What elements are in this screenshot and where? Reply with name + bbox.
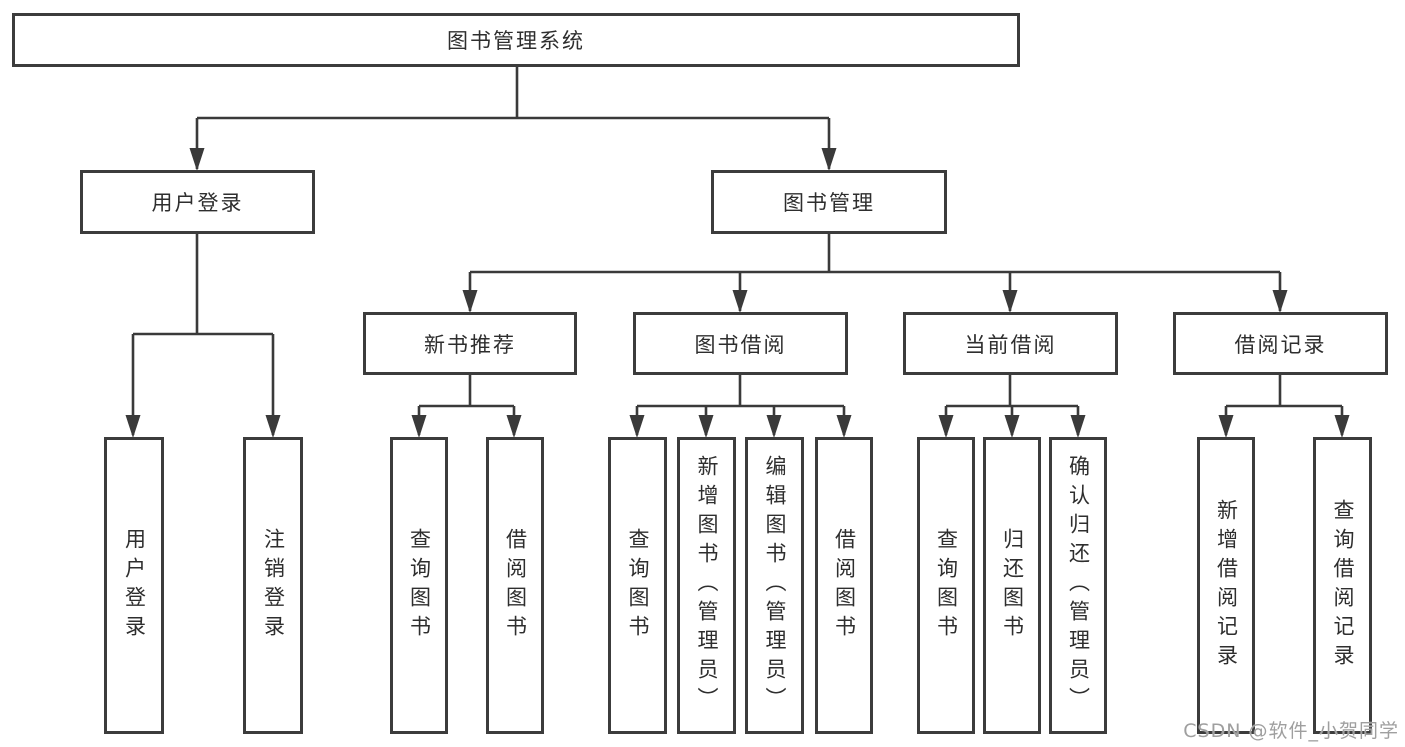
csdn-watermark: CSDN @软件_小贺同学	[1183, 720, 1399, 742]
node-book-management-label: 图书管理	[783, 191, 875, 215]
arrowhead-icons	[125, 148, 1350, 438]
leaf-bb-query-books-label: 查询图书	[626, 527, 650, 644]
leaf-cb-confirm-return-admin-label: 确认归还（管理员）	[1066, 455, 1091, 716]
leaf-nbr-query-books-label: 查询图书	[407, 527, 432, 644]
leaf-bb-edit-books-admin: 编辑图书（管理员）	[745, 437, 804, 734]
leaf-nbr-borrow-books-label: 借阅图书	[503, 527, 528, 644]
leaf-br-add-record-label: 新增借阅记录	[1214, 498, 1239, 673]
leaf-cb-query-books: 查询图书	[917, 437, 975, 734]
node-user-login: 用户登录	[80, 170, 315, 234]
leaf-bb-borrow-books-label: 借阅图书	[832, 527, 857, 644]
leaf-user-login: 用户登录	[104, 437, 164, 734]
leaf-bb-add-books-admin-label: 新增图书（管理员）	[695, 455, 719, 716]
leaf-logout-label: 注销登录	[261, 527, 286, 644]
leaf-br-query-record-label: 查询借阅记录	[1331, 498, 1355, 673]
leaf-nbr-borrow-books: 借阅图书	[486, 437, 544, 734]
tree-branch-lines	[131, 66, 1344, 435]
node-current-borrowing-label: 当前借阅	[964, 332, 1057, 357]
leaf-logout: 注销登录	[243, 437, 303, 734]
node-new-book-recommend-label: 新书推荐	[424, 332, 516, 357]
leaf-cb-confirm-return-admin: 确认归还（管理员）	[1049, 437, 1107, 734]
leaf-bb-borrow-books: 借阅图书	[815, 437, 873, 734]
node-book-borrowing-label: 图书借阅	[694, 332, 787, 357]
leaf-cb-return-books: 归还图书	[983, 437, 1041, 734]
leaf-br-add-record: 新增借阅记录	[1197, 437, 1255, 734]
node-root: 图书管理系统	[12, 13, 1020, 67]
node-borrow-records-label: 借阅记录	[1234, 332, 1327, 357]
leaf-cb-return-books-label: 归还图书	[1000, 527, 1025, 644]
leaf-nbr-query-books: 查询图书	[390, 437, 448, 734]
node-root-label: 图书管理系统	[447, 29, 585, 53]
leaf-cb-query-books-label: 查询图书	[934, 527, 959, 644]
leaf-bb-add-books-admin: 新增图书（管理员）	[677, 437, 736, 734]
leaf-br-query-record: 查询借阅记录	[1313, 437, 1372, 734]
node-borrow-records: 借阅记录	[1173, 312, 1388, 375]
leaf-user-login-label: 用户登录	[122, 527, 147, 644]
node-user-login-label: 用户登录	[151, 191, 244, 215]
leaf-bb-edit-books-admin-label: 编辑图书（管理员）	[763, 455, 787, 716]
node-new-book-recommend: 新书推荐	[363, 312, 577, 375]
node-book-management: 图书管理	[711, 170, 947, 234]
leaf-bb-query-books: 查询图书	[608, 437, 667, 734]
node-book-borrowing: 图书借阅	[633, 312, 848, 375]
node-current-borrowing: 当前借阅	[903, 312, 1118, 375]
